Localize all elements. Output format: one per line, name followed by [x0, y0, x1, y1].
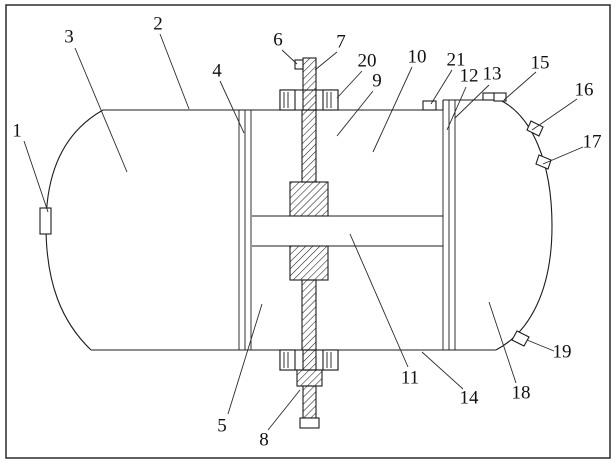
top-tab-21	[422, 100, 437, 111]
left-end-notch	[39, 207, 52, 235]
internal-walls	[238, 100, 456, 350]
bottom-stud-upper	[302, 349, 317, 371]
top-stud	[302, 57, 317, 111]
top-left-bolt	[279, 89, 296, 111]
bottom-right-bolt	[322, 349, 339, 371]
arc-tab-19	[511, 330, 530, 347]
arc-tab-17	[535, 154, 552, 170]
flange-lower-band	[301, 279, 317, 351]
bottom-stud-lower	[302, 385, 317, 419]
hub-block-lower	[289, 245, 329, 281]
ref-label-19: 19	[552, 341, 572, 363]
top-stud-cap	[294, 59, 304, 70]
ref-label-5: 5	[217, 415, 227, 437]
shell-tabs	[39, 92, 552, 347]
ref-label-4: 4	[212, 60, 222, 82]
ref-label-21: 21	[446, 49, 466, 71]
hub-block-upper	[289, 181, 329, 217]
top-tab-13	[482, 92, 496, 101]
center-flange-assembly	[279, 57, 339, 429]
arc-tab-16	[526, 120, 544, 137]
bottom-collar	[296, 369, 323, 387]
right-end-cap	[495, 99, 553, 351]
ref-label-10: 10	[407, 46, 427, 68]
ref-label-2: 2	[153, 13, 163, 35]
ref-label-3: 3	[64, 26, 74, 48]
ref-label-15: 15	[530, 52, 550, 74]
ref-label-14: 14	[459, 387, 479, 409]
ref-label-1: 1	[12, 120, 22, 142]
ref-label-17: 17	[582, 131, 602, 153]
ref-label-12: 12	[459, 65, 479, 87]
bottom-left-bolt	[279, 349, 296, 371]
ref-label-8: 8	[259, 429, 269, 451]
ref-label-7: 7	[336, 31, 346, 53]
drum-outline	[45, 99, 553, 351]
ref-label-9: 9	[372, 70, 382, 92]
ref-label-20: 20	[357, 50, 377, 72]
ref-label-6: 6	[273, 29, 283, 51]
ref-label-13: 13	[482, 63, 502, 85]
bottom-stud-cap	[299, 417, 320, 429]
leader-lines	[23, 33, 584, 431]
left-end-cap	[45, 109, 104, 351]
ref-label-11: 11	[400, 367, 420, 389]
ref-label-18: 18	[511, 382, 531, 404]
figure-frame	[5, 4, 611, 459]
top-right-bolt	[322, 89, 339, 111]
central-shaft	[252, 215, 443, 247]
corner-step-15	[493, 92, 507, 102]
flange-upper-band	[301, 109, 317, 183]
ref-label-16: 16	[574, 79, 594, 101]
